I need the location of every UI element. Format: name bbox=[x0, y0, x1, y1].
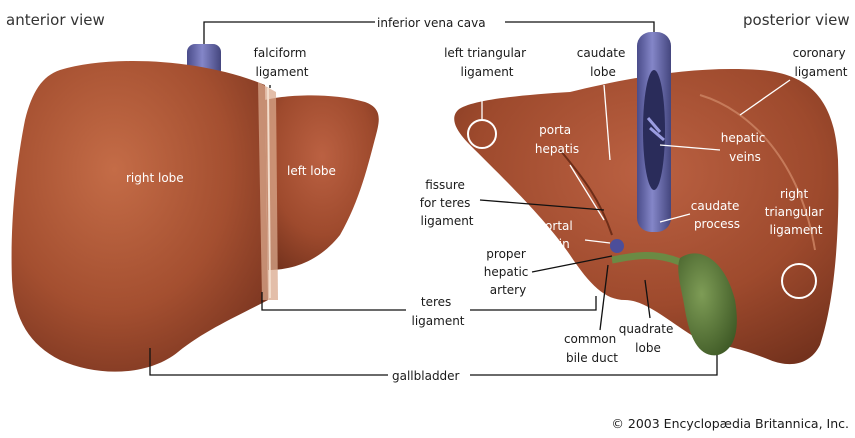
caudate-lobe-label: caudate lobe bbox=[577, 46, 629, 79]
fissure-label: fissure for teres ligament bbox=[420, 178, 475, 228]
coronary-ligament-label: coronary ligament bbox=[793, 46, 850, 79]
anterior-view-label: anterior view bbox=[6, 11, 105, 29]
posterior-view-label: posterior view bbox=[743, 11, 850, 29]
ivc-label: inferior vena cava bbox=[377, 16, 486, 30]
left-triangular-label: left triangular ligament bbox=[444, 46, 530, 79]
anterior-left-lobe bbox=[265, 95, 379, 270]
quadrate-lobe-label: quadrate lobe bbox=[619, 322, 677, 355]
anterior-right-lobe bbox=[12, 61, 268, 372]
anterior-liver bbox=[12, 44, 379, 372]
gallbladder-label: gallbladder bbox=[392, 369, 460, 383]
teres-ligament-label: teres ligament bbox=[411, 295, 464, 328]
credit-text: © 2003 Encyclopædia Britannica, Inc. bbox=[611, 416, 849, 431]
portal-vein-dot bbox=[610, 239, 624, 253]
falciform-label: falciform ligament bbox=[254, 46, 311, 79]
right-lobe-label: right lobe bbox=[126, 171, 184, 185]
common-bile-duct-label: common bile duct bbox=[564, 332, 620, 365]
proper-hepatic-artery-label: proper hepatic artery bbox=[484, 247, 532, 297]
left-lobe-label: left lobe bbox=[287, 164, 336, 178]
